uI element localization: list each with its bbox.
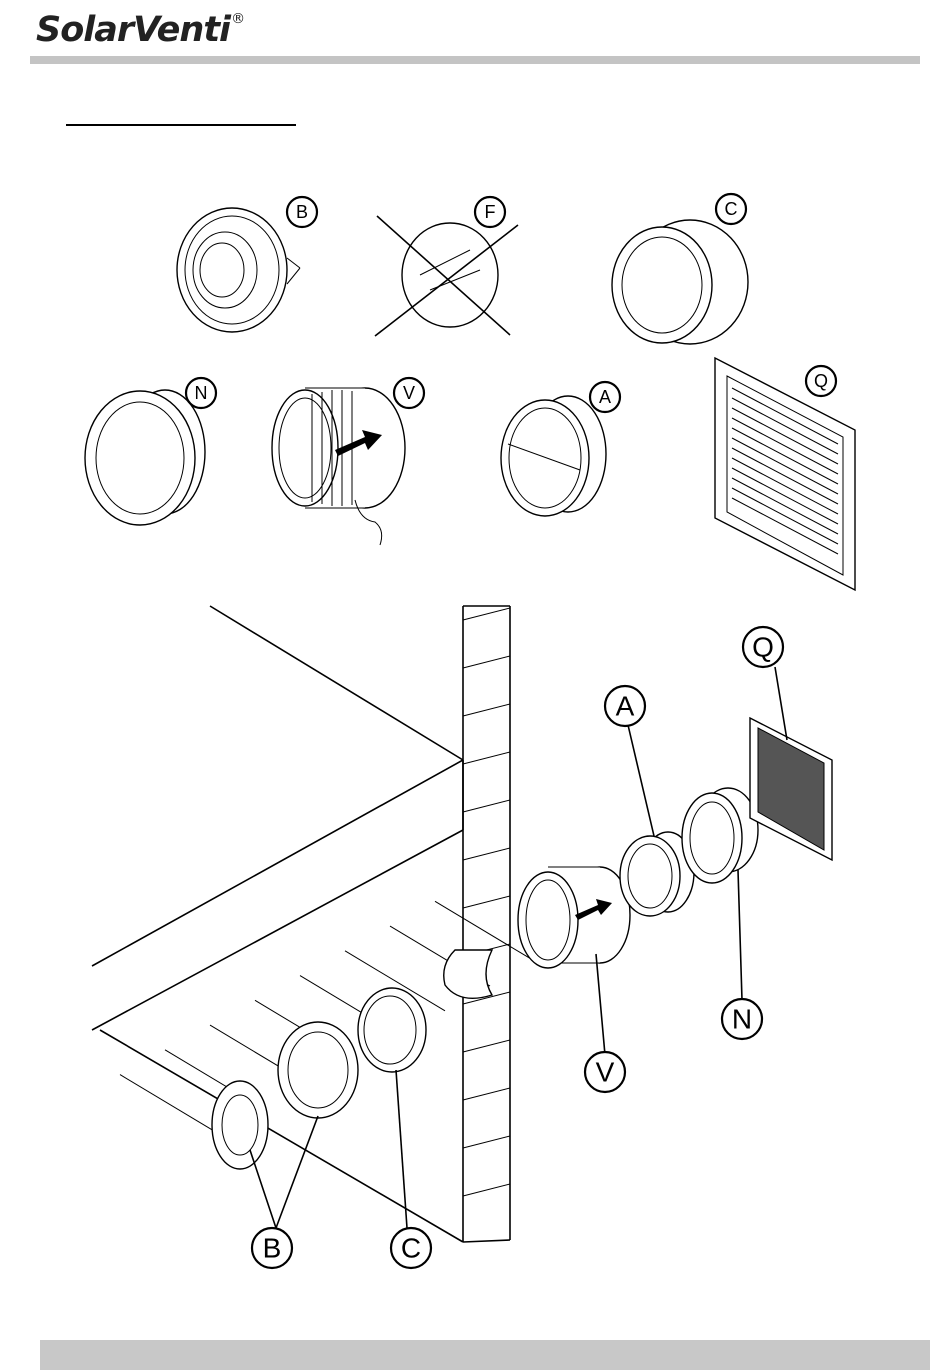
- assembly-label-N: N: [722, 999, 762, 1039]
- assembly-label-B: B: [252, 1228, 292, 1268]
- svg-text:A: A: [599, 387, 611, 407]
- svg-text:C: C: [401, 1233, 421, 1264]
- svg-text:A: A: [616, 691, 635, 722]
- label-B: B: [287, 197, 317, 227]
- svg-text:Q: Q: [814, 371, 828, 391]
- assembly-label-Q: Q: [743, 627, 783, 667]
- svg-text:N: N: [195, 383, 208, 403]
- assembly-label-A: A: [605, 686, 645, 726]
- label-C: C: [716, 194, 746, 224]
- svg-text:B: B: [263, 1233, 282, 1264]
- label-A: A: [590, 382, 620, 412]
- label-N: N: [186, 378, 216, 408]
- label-V: V: [394, 378, 424, 408]
- svg-text:V: V: [596, 1057, 615, 1088]
- assembly-label-C: C: [391, 1228, 431, 1268]
- footer-bar: [40, 1340, 930, 1370]
- assembly-label-V: V: [585, 1052, 625, 1092]
- svg-text:C: C: [725, 199, 738, 219]
- label-F: F: [475, 197, 505, 227]
- svg-text:F: F: [485, 202, 496, 222]
- svg-text:B: B: [296, 202, 308, 222]
- svg-text:Q: Q: [752, 632, 774, 663]
- svg-text:V: V: [403, 383, 415, 403]
- label-Q: Q: [806, 366, 836, 396]
- svg-text:N: N: [732, 1004, 752, 1035]
